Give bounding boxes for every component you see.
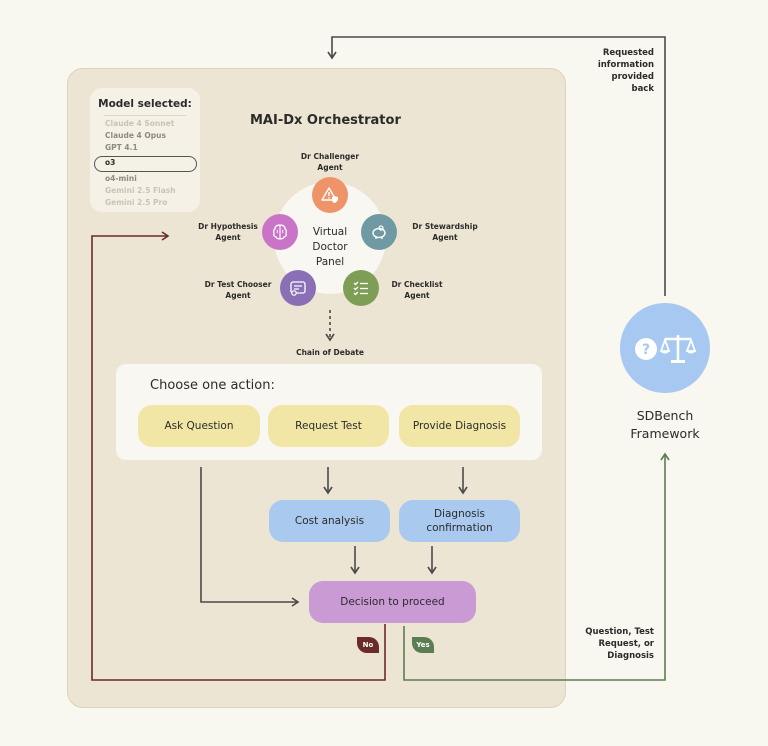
yes-label: Yes [412, 637, 434, 653]
model-selected-outline [94, 156, 197, 172]
checklist-icon [353, 281, 368, 296]
agent-challenger[interactable] [312, 177, 348, 213]
chain-of-debate-label: Chain of Debate [296, 348, 364, 357]
agent-test-chooser-label: Dr Test Chooser Agent [204, 280, 272, 300]
model-item[interactable]: Claude 4 Sonnet [105, 119, 175, 128]
model-selector-divider [104, 115, 186, 116]
sdbench-circle: ? [620, 303, 710, 393]
model-item[interactable]: GPT 4.1 [105, 143, 138, 152]
warning-shield-icon [321, 187, 338, 203]
no-label: No [357, 637, 379, 653]
orchestrator-title: MAI-Dx Orchestrator [250, 113, 401, 128]
model-selector-title: Model selected: [98, 98, 192, 110]
model-selector: Model selected: [90, 88, 200, 212]
agent-challenger-label: Dr Challenger Agent [300, 152, 360, 172]
brain-icon [273, 224, 287, 240]
action-panel-title: Choose one action: [150, 378, 275, 393]
agent-test-chooser[interactable] [280, 270, 316, 306]
agent-stewardship[interactable] [361, 214, 397, 250]
model-item-selected[interactable]: o3 [105, 158, 116, 167]
model-item[interactable]: o4-mini [105, 174, 137, 183]
test-document-icon [290, 281, 306, 296]
virtual-doctor-panel-label: Virtual Doctor Panel [312, 226, 348, 268]
model-item[interactable]: Gemini 2.5 Pro [105, 198, 168, 207]
decision-box: Decision to proceed [309, 581, 476, 623]
sdbench-label: SDBench Framework [630, 408, 700, 441]
agent-hypothesis-label: Dr Hypothesis Agent [198, 222, 258, 242]
cost-analysis-box: Cost analysis [269, 500, 390, 542]
question-scales-icon: ? [635, 335, 697, 363]
model-item[interactable]: Claude 4 Opus [105, 131, 166, 140]
request-test-button[interactable]: Request Test [268, 405, 389, 447]
ask-question-button[interactable]: Ask Question [138, 405, 260, 447]
diagnosis-confirmation-box: Diagnosis confirmation [399, 500, 520, 542]
piggy-bank-icon [372, 225, 386, 239]
agent-hypothesis[interactable] [262, 214, 298, 250]
model-item[interactable]: Gemini 2.5 Flash [105, 186, 176, 195]
sent-request-note: Question, Test Request, or Diagnosis [585, 627, 654, 661]
agent-checklist-label: Dr Checklist Agent [391, 280, 443, 300]
agent-checklist[interactable] [343, 270, 379, 306]
returned-info-note: Requested information provided back [597, 48, 654, 94]
provide-diagnosis-button[interactable]: Provide Diagnosis [399, 405, 520, 447]
agent-stewardship-label: Dr Stewardship Agent [412, 222, 478, 242]
svg-text:?: ? [642, 342, 650, 358]
